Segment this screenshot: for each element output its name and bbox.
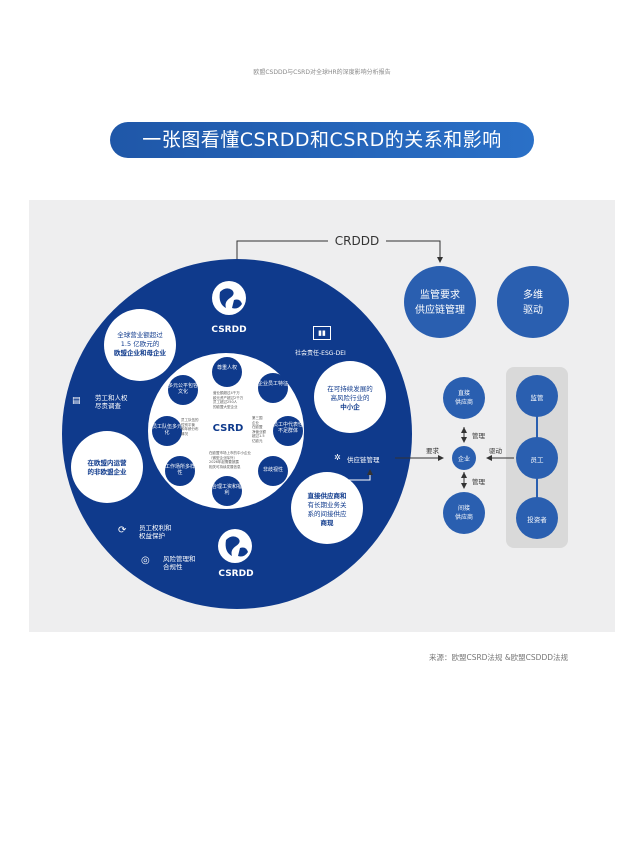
inner-ring: [152, 357, 303, 506]
direct-supplier-label: 直接 供应商: [454, 390, 473, 406]
crddd-label: CRDDD: [334, 234, 380, 248]
bottom-logo-label: CSRDD: [218, 569, 254, 579]
inner-label-7: 多元公平包容文化: [168, 383, 199, 395]
inner-top-block: 营业额超过4千万 欧元资产超过2千万 员工超过250人 的欧盟大型企业: [213, 391, 244, 409]
require-label: 要求: [426, 447, 439, 455]
regulation-label: 监管要求 供应链管理: [415, 290, 465, 316]
inner-label-1: 企业员工特征: [258, 381, 289, 387]
labor-rights-label: 劳工和人权 尽责调查: [95, 394, 128, 410]
driver-employee-label: 员工: [530, 456, 544, 464]
driver-regulator: [516, 375, 558, 417]
network-icon: ✲: [334, 453, 341, 462]
document-icon: ▤: [72, 396, 81, 406]
supply-chain-label: 供应链管理: [347, 456, 380, 464]
social-esg-label: 社会责任-ESG-DEI: [295, 350, 346, 357]
drive-label: 驱动: [489, 447, 502, 455]
manage-bottom-label: 管理: [472, 478, 485, 486]
target-icon: ◎: [141, 555, 150, 566]
inner-label-6: 员工队伍多元化: [152, 424, 183, 436]
enterprise-circle: [452, 446, 476, 470]
risk-mgmt-label: 风险管理和 合规性: [163, 555, 196, 571]
report-header-note: 欧盟CSDDD与CSRD对全球HR的深度影响分析报告: [253, 69, 391, 76]
inner-left-block: 员工队伍的 性别平衡 和年龄分布 情况: [181, 418, 199, 436]
tag-global-companies: 全球营业额超过 1.5 亿欧元的 欧盟企业和母企业: [114, 331, 166, 357]
manage-top-label: 管理: [472, 432, 485, 440]
page-title: 一张图看懂CSRDD和CSRD的关系和影响: [110, 122, 534, 158]
direct-supplier-circle: [443, 377, 485, 419]
chart-icon: ▮▮: [313, 326, 331, 340]
inner-label-4: 合理工资和福利: [212, 484, 243, 496]
crddd-connector-right: [386, 240, 443, 263]
tag-bg-eu: [71, 431, 143, 503]
regulation-circle: [404, 266, 476, 338]
indirect-supplier-label: 间接 供应商: [454, 505, 473, 521]
cycle-icon: ⟳: [118, 525, 127, 536]
top-logo-label: CSRDD: [211, 325, 247, 335]
driver-employee: [516, 437, 558, 479]
center-csrd-label: CSRD: [212, 423, 244, 434]
inner-label-0: 尊重人权: [216, 365, 237, 371]
supply-arrow-up: [313, 469, 373, 481]
indirect-supplier-circle: [443, 492, 485, 534]
tag-bg-global: [104, 309, 176, 381]
inner-right-block: 第三国 企业 在欧盟 净营业额 超过1.5 亿欧元: [252, 416, 266, 443]
tag-suppliers: 直接供应商和 有长期业务关 系的间接供应 商现: [307, 492, 347, 527]
driver-regulator-label: 监管: [530, 394, 544, 402]
driver-investor: [516, 497, 558, 539]
tag-bg-supplier: [291, 472, 363, 544]
tag-eu-operating: 在欧盟内运营 的非欧盟企业: [87, 459, 127, 476]
tag-sme: 在可持续发展的 高风险行业的 中小企: [327, 385, 373, 411]
multi-driver-circle: [497, 266, 569, 338]
inner-label-3: 非歧视性: [262, 467, 283, 473]
source-note: 来源：欧盟CSRD法规 &欧盟CSDDD法规: [428, 653, 568, 662]
multi-driver-label: 多维 驱动: [523, 290, 543, 316]
driver-investor-label: 投资者: [527, 516, 547, 524]
tag-bg-sme: [314, 361, 386, 433]
employee-rights-label: 员工权利和 权益保护: [139, 524, 172, 540]
inner-bottom-block: 在欧盟市场上市的中小企业 （微型企业除外） 2026年起需要披露 相关可持续发展…: [209, 451, 251, 469]
enterprise-label: 企业: [457, 456, 470, 463]
inner-label-5: 工作场所多样性: [165, 464, 196, 476]
inner-label-2: 员工中代表性不足群体: [273, 422, 304, 434]
